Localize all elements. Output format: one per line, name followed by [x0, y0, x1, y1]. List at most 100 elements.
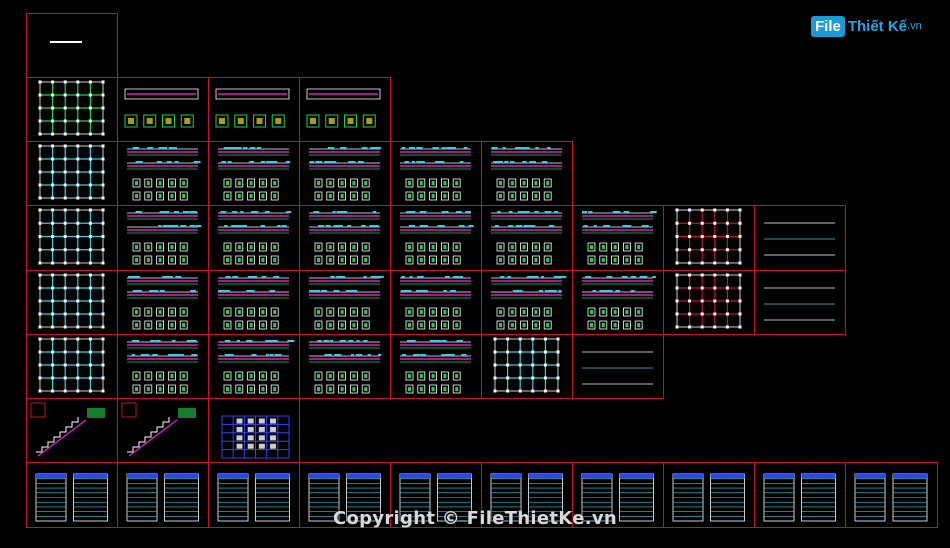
beam-section [508, 307, 517, 317]
beam-section [223, 242, 232, 252]
plan-column [76, 325, 80, 329]
plan-column [76, 183, 80, 187]
beam-tag [500, 276, 505, 278]
beam-tag [249, 161, 255, 163]
beam-tag [547, 290, 552, 292]
plan-column [556, 389, 560, 393]
beam-tag [240, 211, 244, 213]
plan-column [518, 337, 522, 341]
beam-section-fill [328, 181, 332, 185]
sheet-frame [117, 205, 209, 271]
table-cell-drawing [270, 426, 277, 432]
beam-section-fill [443, 194, 447, 198]
beam-section [405, 307, 414, 317]
beam-section [520, 255, 528, 265]
beam-tag [275, 354, 282, 356]
beam-section-fill [182, 258, 186, 262]
beam-tag [174, 161, 179, 163]
beam-tag [166, 161, 172, 163]
plan-column [63, 350, 67, 354]
beam-section [417, 307, 426, 317]
beam-section-fill [534, 258, 538, 262]
beam-tag [463, 147, 468, 149]
plan-column [63, 144, 67, 148]
plan-column [675, 235, 679, 238]
beam-section-fill [431, 323, 435, 327]
plan-column [531, 376, 535, 380]
plan-column [101, 235, 105, 238]
sheet-frame [481, 141, 573, 206]
beam-section [156, 242, 165, 252]
beam-tag [599, 290, 603, 292]
schedule-header [582, 474, 612, 478]
beam-section [349, 242, 358, 252]
beam-tag [369, 225, 373, 227]
plan-column [543, 337, 547, 341]
beam-tag [370, 276, 376, 278]
beam-section [440, 178, 449, 188]
plan-column [101, 170, 105, 174]
beam-section [179, 255, 188, 265]
sheet-frame [208, 77, 300, 142]
plan-column [725, 235, 729, 238]
beam-section [179, 178, 188, 188]
sheet-frame [299, 141, 391, 206]
beam-tag [164, 276, 172, 278]
beam-tag [339, 340, 347, 342]
beam-section [417, 371, 426, 381]
sheet-frame [26, 13, 118, 78]
beam-tag [168, 147, 174, 149]
plan-column [88, 337, 92, 341]
sheet-frame [845, 462, 938, 528]
beam-tag [409, 276, 413, 278]
beam-section-fill [546, 323, 550, 327]
beam-tag [174, 211, 179, 213]
plan-column [51, 248, 55, 252]
beam-tag [357, 161, 364, 163]
plan-column [88, 157, 92, 161]
plan-column [101, 144, 105, 148]
beam-tag [167, 354, 174, 356]
plan-column [725, 221, 729, 225]
beam-section-fill [637, 258, 641, 262]
beam-section-fill [637, 323, 641, 327]
beam-tag [630, 290, 635, 292]
beam-section-fill [170, 181, 174, 185]
beam-section [326, 191, 335, 201]
beam-section-fill [249, 181, 253, 185]
plan-column [700, 261, 704, 265]
beam-tag [585, 276, 592, 278]
beam-section-fill [261, 181, 265, 185]
plan-column [688, 221, 692, 225]
stair-drawing [30, 402, 105, 457]
beam-section-fill [590, 245, 593, 249]
logo-vn-text: .vn [907, 20, 922, 32]
detail-section [325, 114, 339, 128]
beam-tag [419, 225, 425, 227]
beam-section [417, 242, 426, 252]
beam-tag [334, 354, 339, 356]
beam-tag [324, 354, 328, 356]
beam-tag [456, 211, 462, 213]
plan-column [38, 248, 42, 252]
beam-section [258, 242, 267, 252]
beam-section [144, 178, 153, 188]
beam-section [156, 191, 165, 201]
sheet-frame [390, 141, 482, 206]
beam-section [543, 242, 552, 252]
plan-column [88, 208, 92, 212]
schedule-header [801, 474, 836, 478]
beam-section-fill [328, 387, 332, 391]
plan-column [688, 299, 692, 303]
beam-section [349, 384, 358, 394]
schedule-header [491, 474, 521, 478]
plan-column [63, 325, 67, 329]
plan-column [63, 170, 67, 174]
plan-column [101, 106, 105, 110]
plan-column [88, 144, 92, 148]
beam-section-fill [182, 310, 186, 314]
beam-tag [318, 225, 324, 227]
sheet-frame [754, 205, 846, 271]
beam-drawing [582, 276, 656, 330]
